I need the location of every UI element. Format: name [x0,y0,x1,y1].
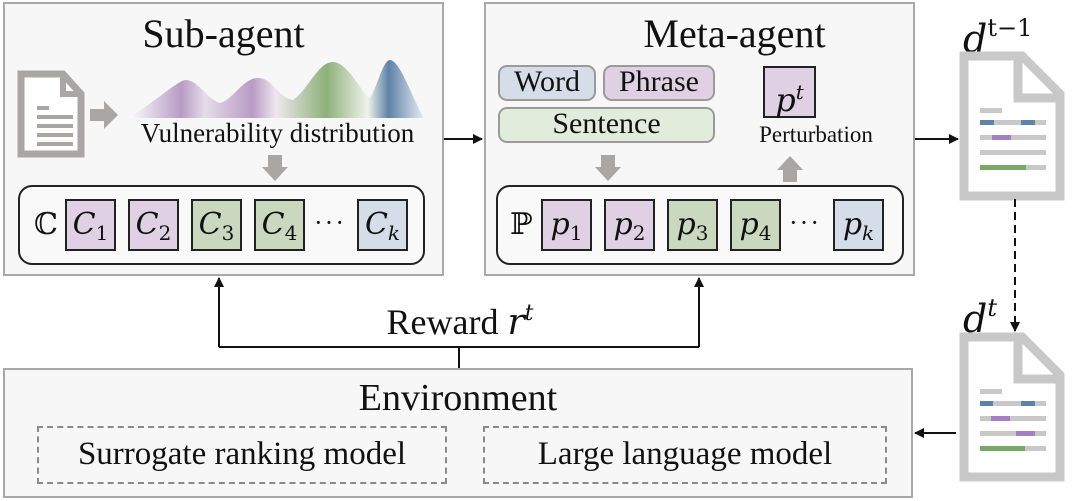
arrow-right-icon [90,101,118,129]
environment-panel: Environment Surrogate ranking model Larg… [3,368,913,498]
perturbation-option-cell: p1 [541,199,592,251]
candidate-cell: C2 [128,199,179,251]
sub-agent-panel: Sub-agent Vulnerab [3,2,444,276]
arrow-down-icon [595,155,621,181]
large-language-model-box: Large language model [483,426,887,484]
ellipsis: ··· [789,208,821,237]
candidate-cell: C1 [65,199,116,251]
environment-title: Environment [358,377,558,419]
perturbation-set-symbol: ℙ [510,207,533,242]
candidate-cell: C4 [254,199,305,251]
granularity-word: Word [498,65,596,101]
ellipsis: ··· [314,208,346,237]
input-document-icon [17,70,85,158]
arrow-up-icon [777,156,803,182]
current-document-icon [959,332,1065,482]
candidate-set-symbol: ℂ [34,207,58,242]
arrow-down-icon [262,155,288,181]
meta-agent-panel: Meta-agent Word Phrase Sentence pt Pertu… [484,2,915,276]
perturbation-set-box: ℙ p1 p2 p3 p4 ··· pk [496,185,904,265]
perturbation-option-cell: pk [833,199,884,251]
granularity-sentence: Sentence [498,107,715,143]
perturbation-option-cell: p3 [667,199,718,251]
candidate-cell: Ck [357,199,408,251]
candidate-cell: C3 [191,199,242,251]
perturbation-label: Perturbation [759,122,873,147]
vulnerability-distribution-chart [128,60,424,118]
perturbation-option-cell: p4 [730,199,781,251]
vulnerability-distribution-label: Vulnerability distribution [140,118,415,148]
reward-symbol: r [507,302,525,343]
candidate-set-box: ℂ C1 C2 C3 C4 ··· Ck [18,185,425,265]
perturbation-option-cell: p2 [604,199,655,251]
sub-agent-title: Sub-agent [142,11,305,56]
meta-agent-title: Meta-agent [643,11,826,56]
distribution-curve [128,60,424,118]
surrogate-ranking-model-box: Surrogate ranking model [37,426,447,484]
reward-label: Reward rt [386,301,534,343]
previous-document-icon [959,51,1065,201]
perturbation-cell: pt [763,66,816,119]
granularity-phrase: Phrase [603,65,715,101]
